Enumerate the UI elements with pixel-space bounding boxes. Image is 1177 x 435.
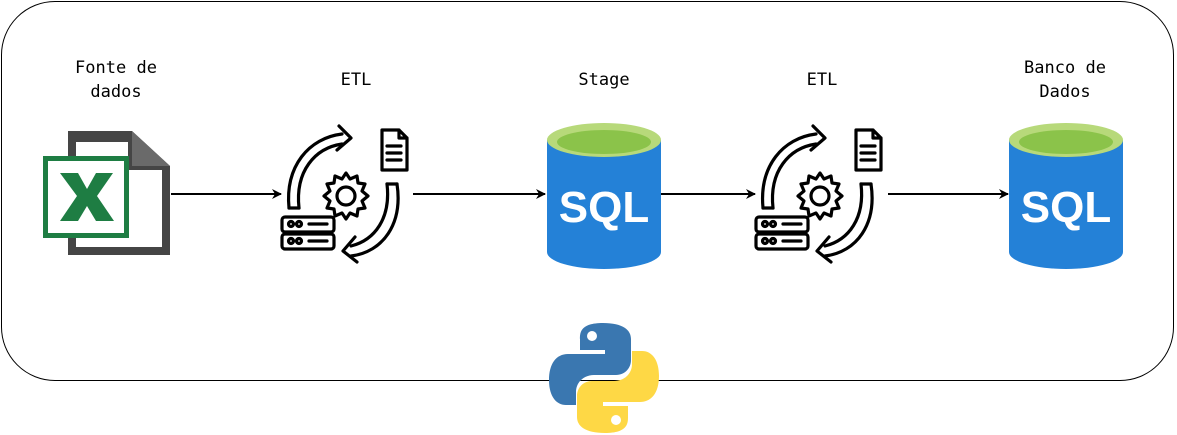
label-source: Fonte de dados: [46, 56, 186, 104]
label-etl-2: ETL: [752, 68, 892, 92]
sql-database-icon: SQL: [547, 123, 661, 269]
sql-database-icon: SQL: [1009, 123, 1123, 269]
label-etl-1: ETL: [286, 68, 426, 92]
label-etl-1-line1: ETL: [340, 70, 372, 90]
sql-text: SQL: [559, 183, 649, 232]
label-target-line1: Banco de: [1024, 58, 1106, 78]
label-source-line1: Fonte de: [75, 58, 157, 78]
label-stage-line1: Stage: [578, 70, 630, 90]
etl-process-icon: [280, 124, 409, 264]
label-etl-2-line1: ETL: [806, 70, 838, 90]
etl-process-icon: [754, 124, 883, 264]
label-source-line2: dados: [90, 82, 142, 102]
sql-text: SQL: [1021, 183, 1111, 232]
label-target-line2: Dados: [1039, 82, 1091, 102]
excel-file-icon: [43, 131, 170, 255]
label-target: Banco de Dados: [995, 56, 1135, 104]
python-logo-icon: [549, 323, 659, 433]
label-stage: Stage: [534, 68, 674, 92]
